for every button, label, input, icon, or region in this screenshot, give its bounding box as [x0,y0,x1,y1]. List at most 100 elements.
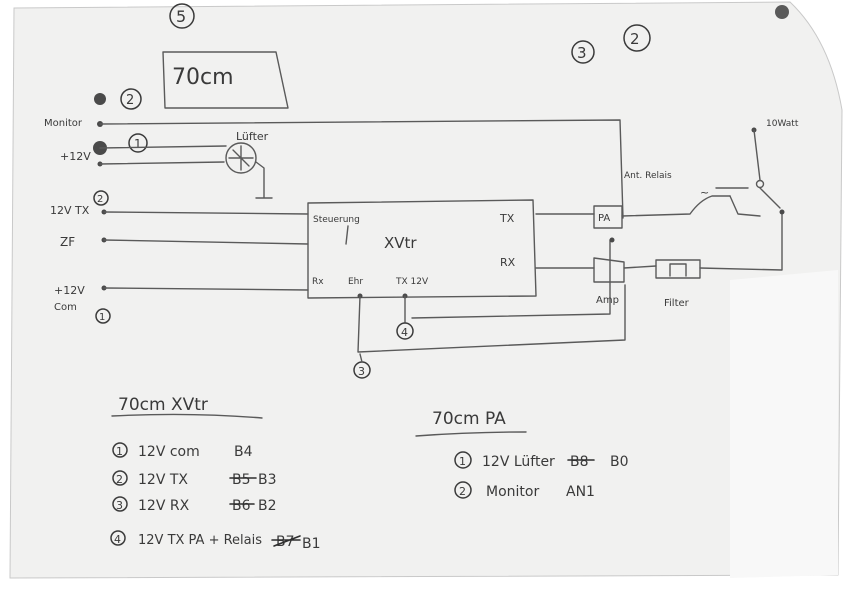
legend-xvtr-row: 3 12V RX B6 B2 [112,496,277,514]
legend-number-circle [454,451,472,469]
terminal-monitor-label: Monitor [44,118,83,129]
xvtr-tx-label: TX [499,212,515,225]
terminal-12v-a-label: +12V [60,150,91,163]
switch-arm [753,129,781,209]
legend-number: 4 [114,533,121,546]
fan-blades [228,145,254,171]
fan-ground [255,161,273,199]
terminal-12v-b-label: +12V [54,284,85,297]
terminal-com-label: Com [54,302,77,313]
terminal-12v-tx-label: 12V TX [50,204,90,217]
antenna-relay-label: Ant. Relais [624,171,672,181]
legend-code: B1 [302,536,321,552]
legend-code: B3 [258,472,277,488]
legend-code-struck: B6 [232,498,251,514]
page-mark-circle [623,24,651,52]
band-label-box [162,51,289,109]
legend-number: 2 [459,485,466,498]
legend-code: B2 [258,498,277,514]
amp-box [593,257,625,283]
xvtr-ehr-label: Ehr [348,277,363,287]
legend-pa-underline [415,431,527,437]
legend-code: B0 [610,454,629,470]
page-mark-3: 3 [577,44,587,62]
legend-xvtr-title: 70cm XVtr [118,395,208,415]
loop-number-circle [396,322,414,340]
legend-code: B4 [234,444,253,460]
terminal-number: 2 [97,194,103,205]
legend-pa-title: 70cm PA [432,409,506,429]
loop-3-tick [359,353,363,363]
legend-label: 12V Lüfter [482,454,555,470]
legend-pa-row: 2 Monitor AN1 [454,481,595,500]
relay-coil-node [609,237,615,243]
legend-number: 3 [116,499,123,512]
legend-label: 12V com [138,444,200,460]
filter-symbol [669,263,687,277]
page-mark-circle [169,3,195,29]
band-label: 70cm [172,65,234,90]
terminal-zf-label: ZF [60,235,75,249]
legend-xvtr-underline [111,413,263,419]
filter-box [655,259,701,279]
fan-supply-line [99,145,227,149]
paper-surface [9,1,843,579]
terminal-number-circle [120,88,142,110]
legend-label: 12V RX [138,498,190,514]
xvtr-rx-pin-label: Rx [312,277,324,287]
fan-return-line [99,161,225,165]
tx-control-line [103,211,309,215]
xvtr-title: XVtr [384,234,417,252]
fan-label: Lüfter [236,130,269,143]
legend-code-struck: B5 [232,472,251,488]
terminal-number: 2 [126,93,134,108]
legend-number-circle [112,496,128,512]
legend-label: 12V TX [138,472,188,488]
relay-coil-mark: ~ [700,186,709,199]
legend-number-circle [110,530,126,546]
xvtr-tx12v-label: TX 12V [395,277,429,287]
legend-pa-row: 1 12V Lüfter B8 B0 [454,451,629,470]
legend-number-circle [112,442,128,458]
zf-line [103,239,309,245]
loop-number-4: 4 [401,326,408,339]
terminal-dot [94,93,106,105]
page-mark-circle [571,40,595,64]
filter-label: Filter [664,298,690,309]
monitor-line [99,119,624,219]
legend-number-circle [454,481,472,499]
terminal-number-circle [93,190,109,206]
pa-label: PA [598,213,610,224]
page-mark-2: 2 [630,30,640,48]
terminal-number: 1 [99,312,105,323]
legend-xvtr-row: 4 12V TX PA + Relais B7 B1 [110,530,321,552]
pa-out-line [621,195,731,217]
watt-label: 10Watt [766,119,799,129]
pa-box [593,205,623,229]
corner-dot [775,5,789,19]
strike-through [271,535,301,547]
legend-number: 1 [116,445,123,458]
terminal-number-circle [95,308,111,324]
filter-out-line [699,213,783,271]
legend-label: Monitor [486,484,539,500]
legend-label: 12V TX PA + Relais [138,533,262,548]
xvtr-box [307,199,537,299]
legend-xvtr-row: 2 12V TX B5 B3 [112,470,277,488]
switch-contact-rx [779,209,785,215]
com-line [103,287,309,291]
legend-number: 2 [116,473,123,486]
legend-number-circle [112,470,128,486]
page-mark-5: 5 [176,7,186,26]
xvtr-steuerung-label: Steuerung [313,215,360,225]
fan-icon [225,142,257,174]
legend-code: AN1 [566,484,595,500]
loop-number-3: 3 [358,365,365,378]
xvtr-rx-label: RX [500,256,516,269]
amp-label: Amp [596,295,619,306]
xvtr-tick [345,225,349,245]
rx-supply-loop [357,284,626,353]
terminal-number-circle [128,133,148,153]
